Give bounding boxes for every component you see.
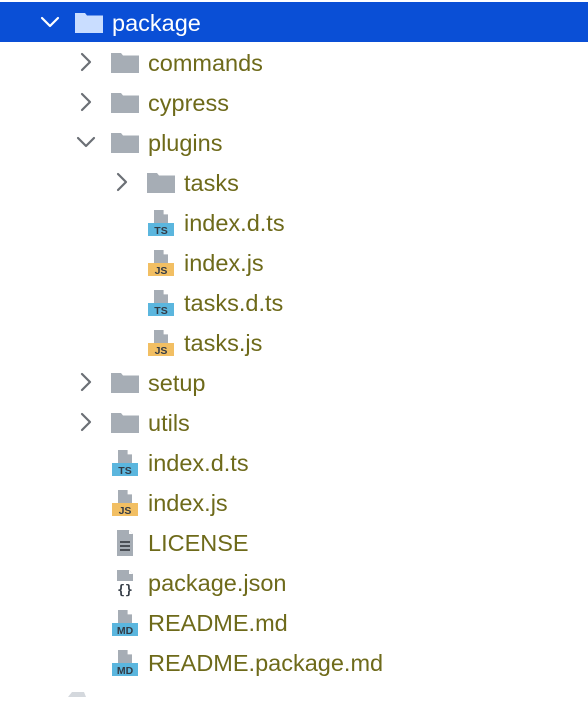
javascript-file-icon: JS — [110, 488, 140, 518]
markdown-file-icon: MD — [110, 608, 140, 638]
tree-row-cypress[interactable]: cypress — [0, 82, 588, 122]
tree-item-label: package.json — [148, 570, 287, 596]
svg-text:JS: JS — [119, 505, 132, 517]
svg-text:JS: JS — [155, 345, 168, 357]
tree-item-label: README.md — [148, 610, 288, 636]
svg-text:TS: TS — [118, 465, 131, 477]
tree-row-readme-package-md[interactable]: MD README.package.md — [0, 642, 588, 682]
tree-item-label: tasks.d.ts — [184, 290, 284, 316]
tree-row-index-js[interactable]: JS index.js — [0, 482, 588, 522]
folder-icon — [110, 368, 140, 398]
tree-item-label: package — [112, 10, 201, 36]
json-file-icon: {} — [110, 568, 140, 598]
tree-item-label: index.js — [148, 490, 228, 516]
folder-icon — [146, 168, 176, 198]
chevron-right-icon[interactable] — [74, 50, 98, 74]
javascript-file-icon: JS — [146, 328, 176, 358]
chevron-down-icon[interactable] — [38, 10, 62, 34]
chevron-right-icon[interactable] — [74, 90, 98, 114]
tree-item-label: tasks — [184, 170, 239, 196]
tree-row-package-json[interactable]: {} package.json — [0, 562, 588, 602]
typescript-file-icon: TS — [110, 448, 140, 478]
svg-text:JS: JS — [155, 265, 168, 277]
tree-item-label: index.d.ts — [148, 450, 249, 476]
tree-item-label: utils — [148, 410, 190, 436]
tree-item-label: tasks.js — [184, 330, 263, 356]
tree-item-label: index.js — [184, 250, 264, 276]
chevron-down-icon[interactable] — [74, 130, 98, 154]
chevron-right-icon[interactable] — [110, 170, 134, 194]
tree-item-label: README.package.md — [148, 650, 384, 676]
typescript-file-icon: TS — [146, 208, 176, 238]
folder-icon — [74, 8, 104, 38]
tree-row-setup[interactable]: setup — [0, 362, 588, 402]
folder-icon — [110, 88, 140, 118]
tree-row-utils[interactable]: utils — [0, 402, 588, 442]
tree-row-tasks-d-ts[interactable]: TS tasks.d.ts — [0, 282, 588, 322]
javascript-file-icon: JS — [146, 248, 176, 278]
tree-row-tasks[interactable]: tasks — [0, 162, 588, 202]
tree-row-license[interactable]: LICENSE — [0, 522, 588, 562]
chevron-right-icon[interactable] — [74, 370, 98, 394]
svg-text:MD: MD — [117, 665, 134, 677]
typescript-file-icon: TS — [146, 288, 176, 318]
partial-tree-row — [66, 684, 88, 697]
svg-text:{}: {} — [117, 583, 133, 598]
tree-item-label: LICENSE — [148, 530, 249, 556]
tree-row-index-d-ts[interactable]: TS index.d.ts — [0, 442, 588, 482]
tree-item-label: commands — [148, 50, 263, 76]
tree-item-label: plugins — [148, 130, 223, 156]
tree-row-commands[interactable]: commands — [0, 42, 588, 82]
tree-row-package[interactable]: package — [0, 2, 588, 42]
folder-icon — [110, 48, 140, 78]
tree-row-plugins[interactable]: plugins — [0, 122, 588, 162]
tree-item-label: setup — [148, 370, 206, 396]
folder-icon — [110, 128, 140, 158]
svg-text:TS: TS — [154, 225, 167, 237]
tree-item-label: index.d.ts — [184, 210, 285, 236]
tree-row-index-js[interactable]: JS index.js — [0, 242, 588, 282]
chevron-right-icon[interactable] — [74, 410, 98, 434]
tree-item-label: cypress — [148, 90, 229, 116]
svg-text:TS: TS — [154, 305, 167, 317]
tree-row-index-d-ts[interactable]: TS index.d.ts — [0, 202, 588, 242]
text-file-icon — [110, 528, 140, 558]
tree-row-readme-md[interactable]: MD README.md — [0, 602, 588, 642]
tree-row-tasks-js[interactable]: JS tasks.js — [0, 322, 588, 362]
svg-text:MD: MD — [117, 625, 134, 637]
folder-icon — [110, 408, 140, 438]
markdown-file-icon: MD — [110, 648, 140, 678]
